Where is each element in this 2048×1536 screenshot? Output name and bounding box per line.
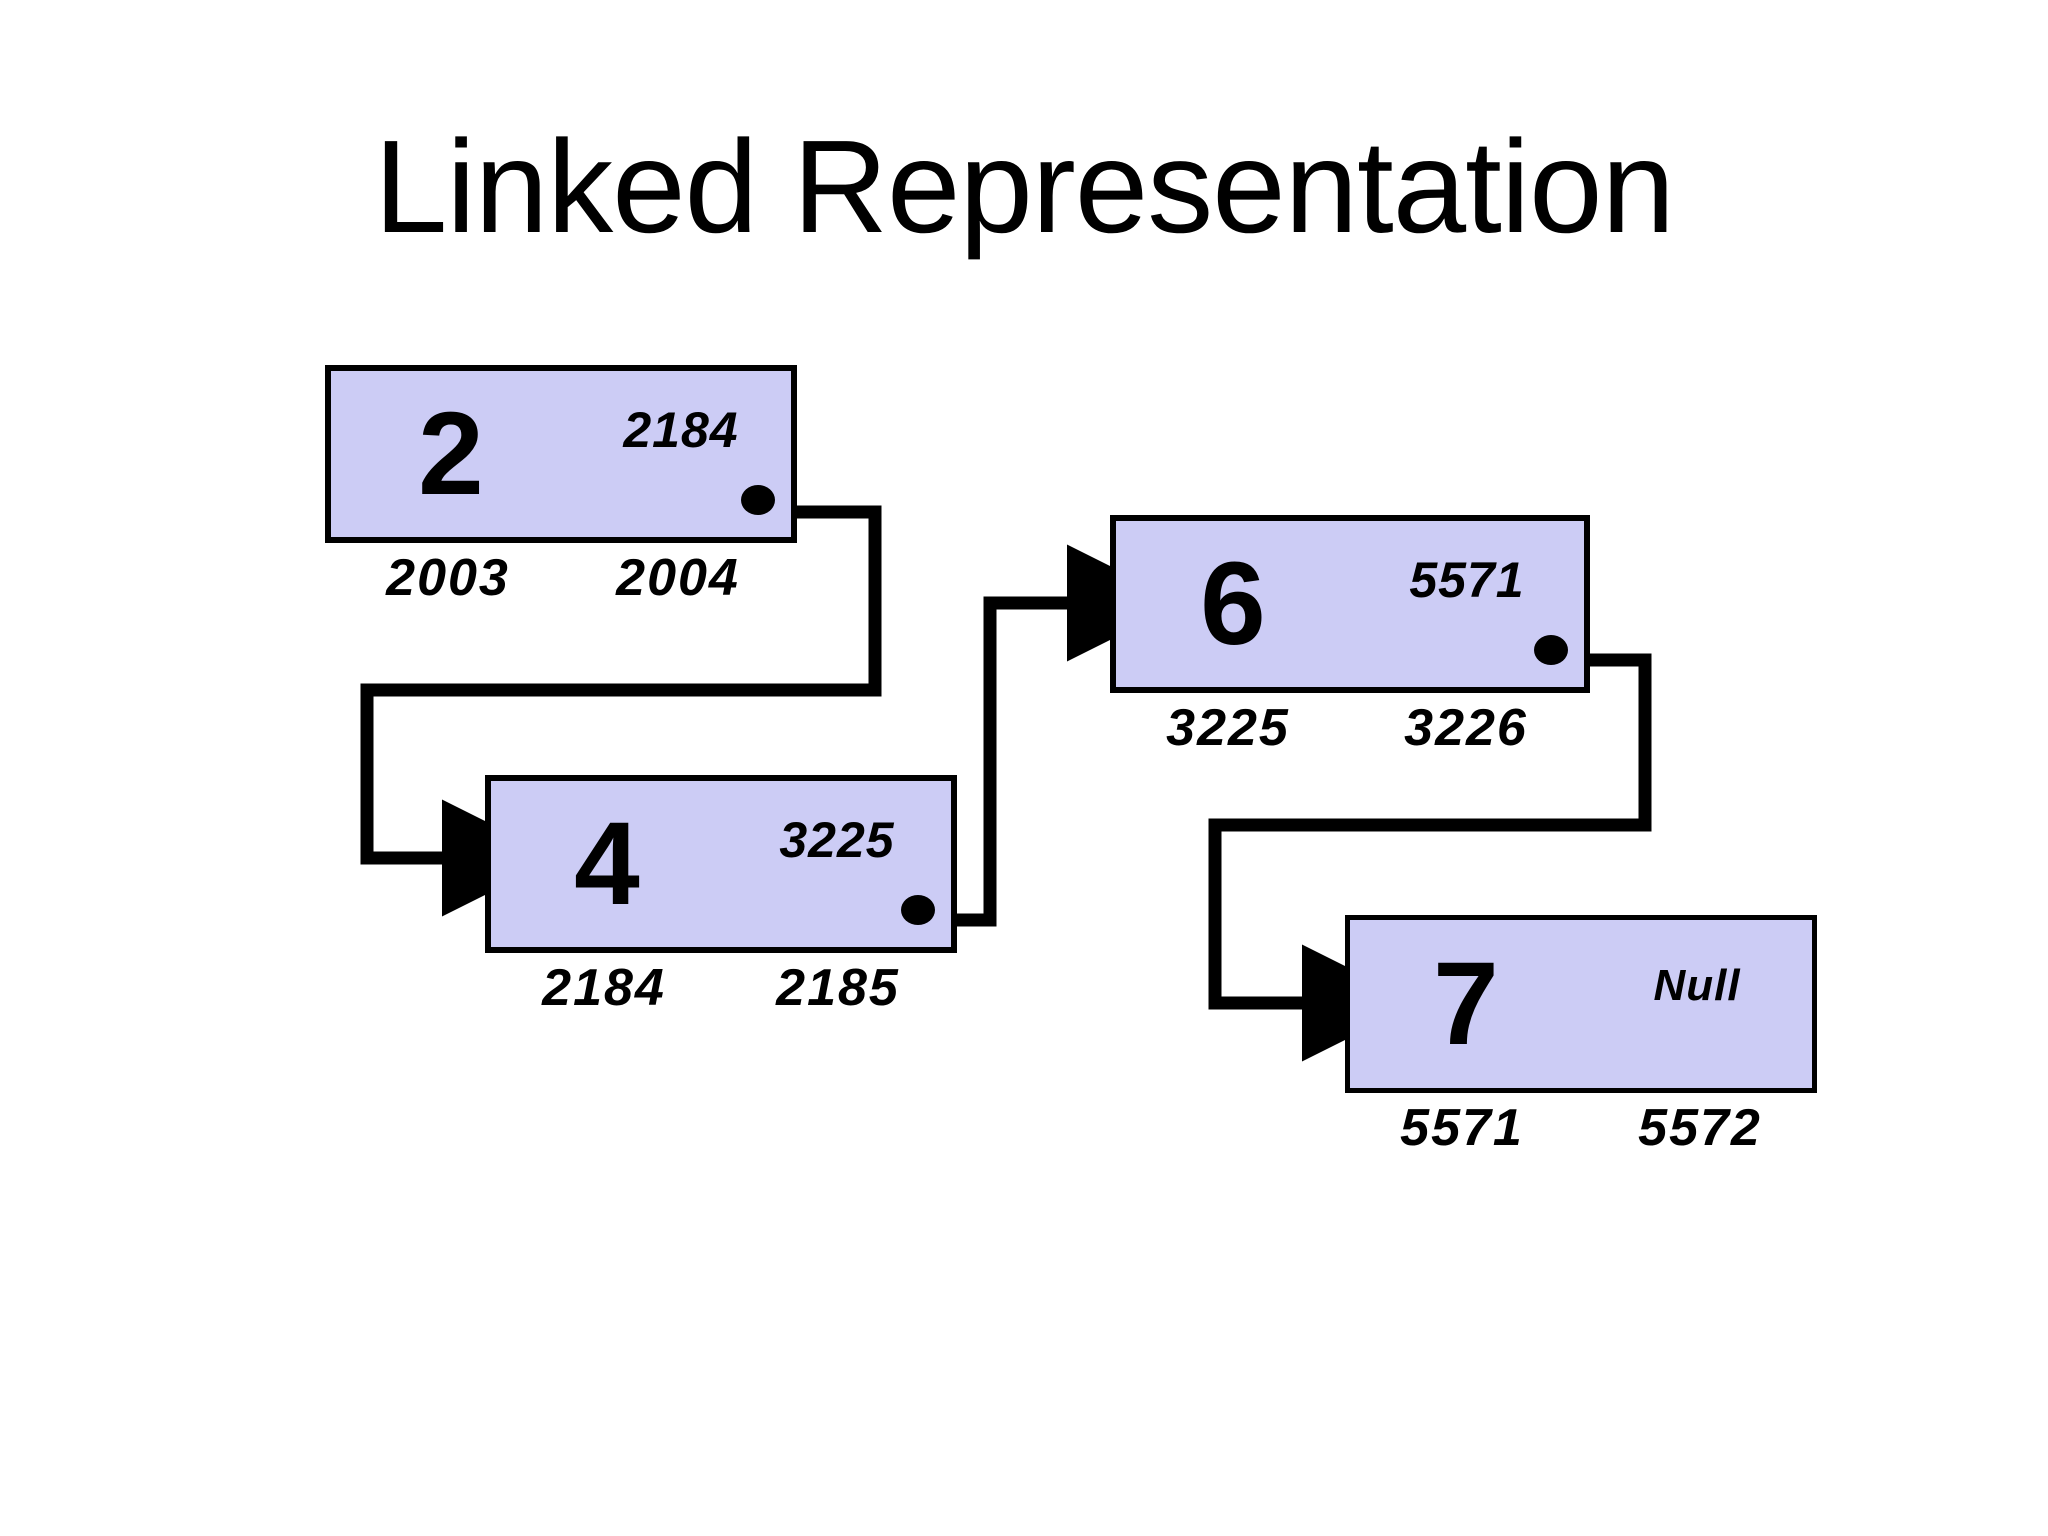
list-node-4[interactable]: 7 Null bbox=[1345, 915, 1817, 1093]
page-title: Linked Representation bbox=[374, 113, 1675, 260]
node-2-data-address: 2184 bbox=[542, 959, 666, 1017]
list-node-1[interactable]: 2 2184 bbox=[325, 365, 797, 543]
list-node-2[interactable]: 4 3225 bbox=[485, 775, 957, 953]
node-3-link-address: 3226 bbox=[1404, 699, 1528, 757]
node-4-pointer: Null bbox=[1582, 920, 1812, 1088]
list-node-3[interactable]: 6 5571 bbox=[1110, 515, 1590, 693]
node-2-value: 4 bbox=[491, 781, 723, 947]
node-1-link-dot-icon bbox=[741, 485, 775, 515]
node-3-value: 6 bbox=[1116, 521, 1350, 687]
node-1-data-address: 2003 bbox=[386, 549, 510, 607]
node-2-link-dot-icon bbox=[901, 895, 935, 925]
node-4-value: 7 bbox=[1350, 920, 1582, 1088]
node-3-data-address: 3225 bbox=[1166, 699, 1290, 757]
node-1-value: 2 bbox=[331, 371, 571, 537]
node-3-link-dot-icon bbox=[1534, 635, 1568, 665]
node-1-link-address: 2004 bbox=[616, 549, 740, 607]
node-2-link-address: 2185 bbox=[776, 959, 900, 1017]
node-4-data-address: 5571 bbox=[1400, 1099, 1524, 1157]
node-4-link-address: 5572 bbox=[1638, 1099, 1762, 1157]
